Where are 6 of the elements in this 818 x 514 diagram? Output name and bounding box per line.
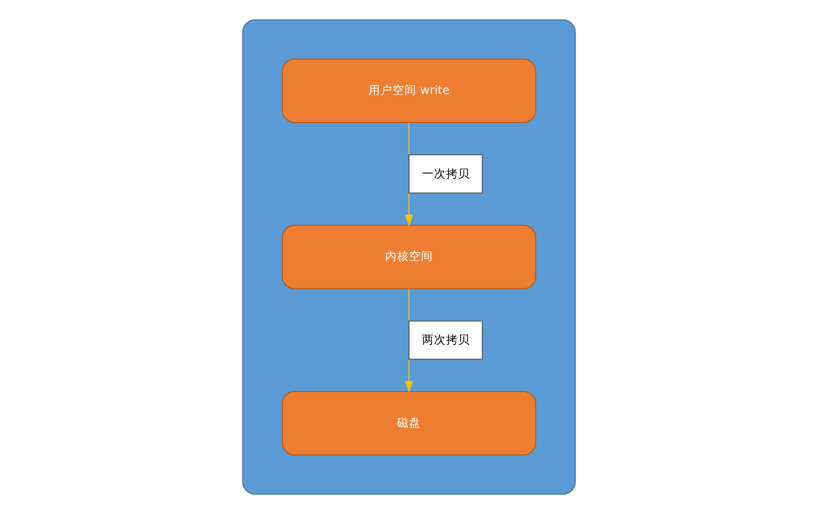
cluster <box>242 19 576 495</box>
node-box: 用户空间 write <box>282 58 536 123</box>
edge-label: 一次拷贝 <box>422 166 470 180</box>
node-box: 内核空间 <box>282 224 536 290</box>
edge-label: 两次拷贝 <box>422 332 470 347</box>
node-box: 磁盘 <box>282 391 536 456</box>
